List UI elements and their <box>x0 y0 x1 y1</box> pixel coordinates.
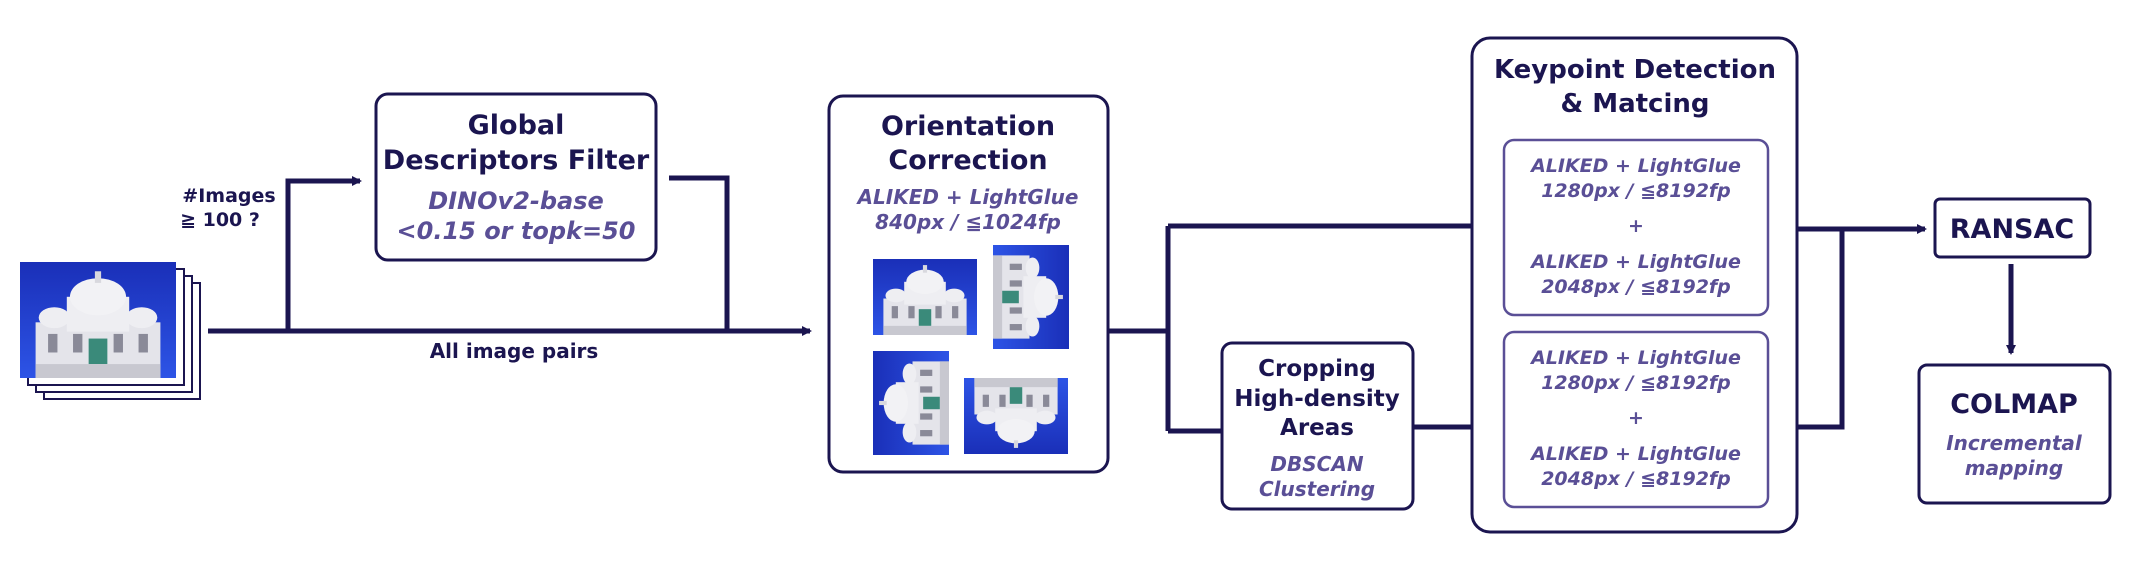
lower-matcher-box: ALIKED + LightGlue 1280px / ≦8192fp + AL… <box>1502 330 1770 509</box>
lower-plus: + <box>1628 407 1644 429</box>
rotation-0-thumbnail <box>873 259 977 335</box>
all-pairs-label: All image pairs <box>430 339 599 363</box>
input-image-stack <box>20 262 201 400</box>
colmap-sub-2: mapping <box>1965 456 2063 480</box>
cropping-method: DBSCAN <box>1270 452 1363 476</box>
orientation-resolution: 840px / ≦1024fp <box>875 210 1061 234</box>
rotation-270-thumbnail <box>873 351 949 455</box>
cropping-method-2: Clustering <box>1259 477 1375 501</box>
global-filter-title-2: Descriptors Filter <box>383 145 650 176</box>
global-filter-title-1: Global <box>468 110 565 141</box>
orientation-title-1: Orientation <box>881 111 1055 142</box>
upper-matcher-b-resolution: 2048px / ≦8192fp <box>1541 276 1731 298</box>
upper-matcher-a-resolution: 1280px / ≦8192fp <box>1541 180 1731 202</box>
keypoint-title-2: & Matcing <box>1560 89 1709 119</box>
upper-matcher-box: ALIKED + LightGlue 1280px / ≦8192fp + AL… <box>1502 138 1770 317</box>
upper-matcher-b-model: ALIKED + LightGlue <box>1529 251 1741 273</box>
cropping-title-3: Areas <box>1280 415 1354 441</box>
cropping-box: Cropping High-density Areas DBSCAN Clust… <box>1220 341 1415 511</box>
condition-label-line1: #Images <box>182 185 275 207</box>
rotation-90-thumbnail <box>993 245 1069 349</box>
lower-matcher-b-model: ALIKED + LightGlue <box>1529 443 1741 465</box>
colmap-sub-1: Incremental <box>1946 431 2083 455</box>
keypoint-box: Keypoint Detection & Matcing ALIKED + Li… <box>1470 36 1799 534</box>
upper-matcher-a-model: ALIKED + LightGlue <box>1529 155 1741 177</box>
connectors <box>208 175 2016 434</box>
input-photo <box>20 262 176 378</box>
global-filter-threshold: <0.15 or topk=50 <box>397 217 636 245</box>
rotation-180-thumbnail <box>964 378 1068 454</box>
colmap-title: COLMAP <box>1950 389 2078 420</box>
cropping-title-2: High-density <box>1234 386 1400 412</box>
condition-label-line2: ≧ 100 ? <box>180 209 260 231</box>
cropping-title-1: Cropping <box>1258 356 1376 382</box>
global-filter-model: DINOv2-base <box>428 187 604 215</box>
upper-plus: + <box>1628 215 1644 237</box>
lower-matcher-b-resolution: 2048px / ≦8192fp <box>1541 468 1731 490</box>
ransac-box: RANSAC <box>1933 197 2092 259</box>
filter-return-line <box>669 175 730 331</box>
colmap-box: COLMAP Incremental mapping <box>1917 363 2112 505</box>
orientation-title-2: Correction <box>888 145 1047 176</box>
ransac-title: RANSAC <box>1950 214 2074 245</box>
orientation-model: ALIKED + LightGlue <box>856 185 1079 209</box>
lower-matcher-a-model: ALIKED + LightGlue <box>1529 347 1741 369</box>
orientation-box: Orientation Correction ALIKED + LightGlu… <box>827 94 1110 474</box>
condition-arrow <box>285 176 362 331</box>
keypoint-title-1: Keypoint Detection <box>1494 55 1776 85</box>
global-filter-box: Global Descriptors Filter DINOv2-base <0… <box>374 92 658 262</box>
lower-matcher-a-resolution: 1280px / ≦8192fp <box>1541 372 1731 394</box>
